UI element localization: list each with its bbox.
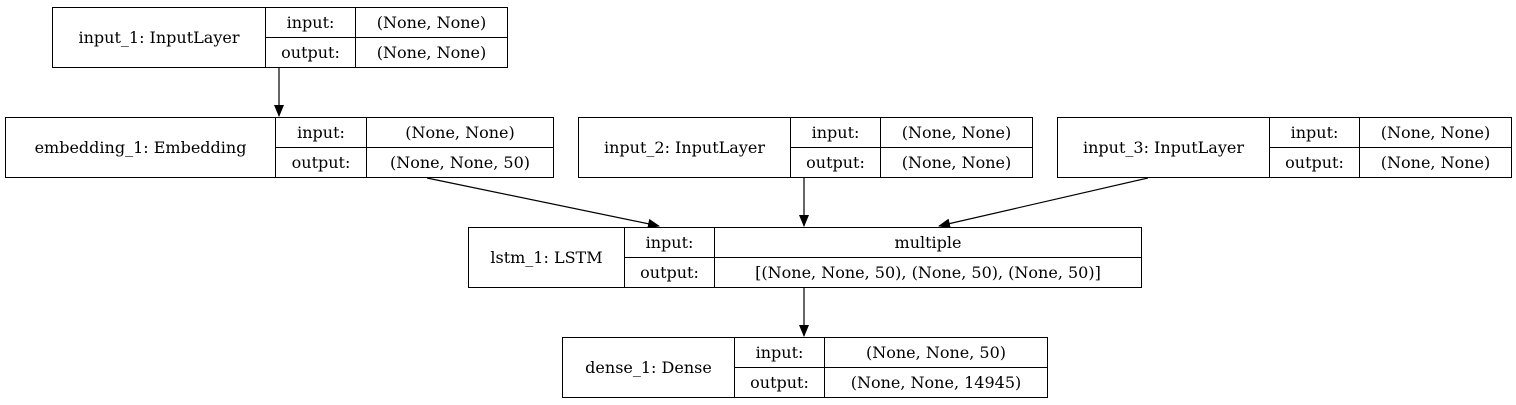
output-port-label: output: xyxy=(265,37,356,68)
edge-input-3-to-lstm-1 xyxy=(938,177,1149,229)
node-input-3: input_3: InputLayer input: (None, None) … xyxy=(1057,117,1512,178)
output-shape: (None, None, 14945) xyxy=(824,367,1048,398)
node-lstm-1: lstm_1: LSTM input: multiple output: [(N… xyxy=(468,227,1142,288)
output-shape: (None, None) xyxy=(880,147,1033,178)
output-port-label: output: xyxy=(734,367,825,398)
output-shape: [(None, None, 50), (None, 50), (None, 50… xyxy=(714,257,1142,288)
node-name: input_3: InputLayer xyxy=(1057,117,1270,178)
output-port-label: output: xyxy=(624,257,715,288)
input-port-label: input: xyxy=(1269,117,1360,148)
node-name: dense_1: Dense xyxy=(562,337,735,398)
input-port-label: input: xyxy=(624,227,715,258)
node-embedding-1: embedding_1: Embedding input: (None, Non… xyxy=(5,117,554,178)
input-port-label: input: xyxy=(275,117,367,148)
output-port-label: output: xyxy=(275,147,367,178)
input-shape: multiple xyxy=(714,227,1142,258)
input-port-label: input: xyxy=(734,337,825,368)
output-shape: (None, None) xyxy=(1359,147,1512,178)
input-shape: (None, None) xyxy=(366,117,554,148)
input-shape: (None, None) xyxy=(1359,117,1512,148)
node-name: embedding_1: Embedding xyxy=(5,117,276,178)
input-shape: (None, None) xyxy=(355,7,508,38)
node-input-2: input_2: InputLayer input: (None, None) … xyxy=(578,117,1033,178)
edge-embedding-1-to-lstm-1 xyxy=(426,177,660,229)
input-shape: (None, None) xyxy=(880,117,1033,148)
node-input-1: input_1: InputLayer input: (None, None) … xyxy=(52,7,508,68)
node-name: input_2: InputLayer xyxy=(578,117,791,178)
output-port-label: output: xyxy=(790,147,881,178)
output-shape: (None, None, 50) xyxy=(366,147,554,178)
node-dense-1: dense_1: Dense input: (None, None, 50) o… xyxy=(562,337,1048,398)
node-name: lstm_1: LSTM xyxy=(468,227,625,288)
output-shape: (None, None) xyxy=(355,37,508,68)
output-port-label: output: xyxy=(1269,147,1360,178)
input-shape: (None, None, 50) xyxy=(824,337,1048,368)
input-port-label: input: xyxy=(265,7,356,38)
node-name: input_1: InputLayer xyxy=(52,7,266,68)
input-port-label: input: xyxy=(790,117,881,148)
